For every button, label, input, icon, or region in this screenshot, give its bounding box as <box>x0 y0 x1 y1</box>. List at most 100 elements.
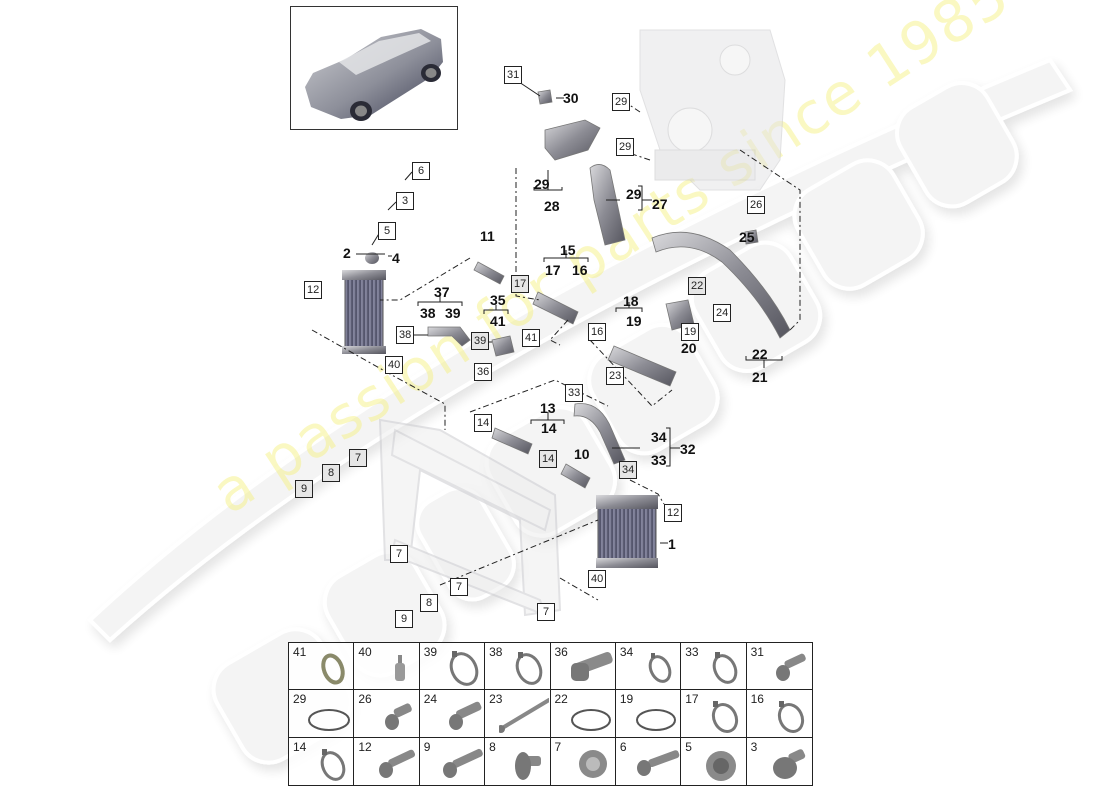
callout-16[interactable]: 16 <box>572 262 588 278</box>
part-cell-8[interactable]: 8 <box>485 737 551 785</box>
callout-17[interactable]: 17 <box>545 262 561 278</box>
part-cell-29[interactable]: 29 <box>289 690 355 738</box>
callout-41[interactable]: 41 <box>490 313 506 329</box>
callout-box-34[interactable]: 34 <box>619 461 638 479</box>
part-cell-7[interactable]: 7 <box>551 737 616 785</box>
part-number: 24 <box>423 692 438 707</box>
callout-37[interactable]: 37 <box>434 284 450 300</box>
callout-30[interactable]: 30 <box>563 90 579 106</box>
part-cell-39[interactable]: 39 <box>419 643 486 691</box>
callout-38[interactable]: 38 <box>420 305 436 321</box>
callout-box-29[interactable]: 29 <box>616 138 635 156</box>
callout-15[interactable]: 15 <box>560 242 576 258</box>
callout-4[interactable]: 4 <box>392 250 400 266</box>
part-number: 40 <box>358 645 372 659</box>
callout-25[interactable]: 25 <box>739 229 755 245</box>
part-cell-19[interactable]: 19 <box>615 690 682 738</box>
part-cell-36[interactable]: 36 <box>550 643 616 691</box>
callout-box-17[interactable]: 17 <box>511 275 530 293</box>
callout-box-29[interactable]: 29 <box>612 93 631 111</box>
callout-box-33[interactable]: 33 <box>565 384 584 402</box>
callout-box-7[interactable]: 7 <box>537 603 555 621</box>
callout-1[interactable]: 1 <box>668 536 676 552</box>
callout-box-7[interactable]: 7 <box>390 545 408 563</box>
part-cell-17[interactable]: 17 <box>681 690 747 738</box>
part-cell-26[interactable]: 26 <box>354 690 420 738</box>
callout-box-7[interactable]: 7 <box>349 449 367 467</box>
vehicle-thumbnail <box>290 6 458 130</box>
part-cell-3[interactable]: 3 <box>747 738 812 785</box>
part-cell-34[interactable]: 34 <box>615 643 682 691</box>
callout-box-3[interactable]: 3 <box>396 192 414 210</box>
callout-box-6[interactable]: 6 <box>412 162 430 180</box>
part-cell-38[interactable]: 38 <box>485 643 551 691</box>
callout-box-39[interactable]: 39 <box>471 332 490 350</box>
callout-box-40[interactable]: 40 <box>385 356 404 374</box>
part-cell-16[interactable]: 16 <box>746 690 812 738</box>
callout-box-22[interactable]: 22 <box>688 277 707 295</box>
hose-clamp-icon <box>712 701 739 734</box>
callout-27[interactable]: 27 <box>652 196 668 212</box>
part-cell-9[interactable]: 9 <box>420 737 486 785</box>
callout-22[interactable]: 22 <box>752 346 768 362</box>
callout-11[interactable]: 11 <box>480 228 495 244</box>
catalyst-28 <box>544 119 601 161</box>
screw-icon <box>448 702 482 731</box>
callout-box-24[interactable]: 24 <box>713 304 732 322</box>
part-cell-40[interactable]: 40 <box>354 643 420 691</box>
callout-34[interactable]: 34 <box>651 429 667 445</box>
callout-box-9[interactable]: 9 <box>395 610 413 628</box>
callout-box-36[interactable]: 36 <box>474 363 493 381</box>
callout-box-12[interactable]: 12 <box>664 504 683 522</box>
callout-box-40[interactable]: 40 <box>588 570 607 588</box>
callout-19[interactable]: 19 <box>626 313 642 329</box>
callout-28[interactable]: 28 <box>544 198 560 214</box>
part-cell-12[interactable]: 12 <box>354 737 420 785</box>
callout-box-9[interactable]: 9 <box>295 480 313 498</box>
callout-13[interactable]: 13 <box>540 400 556 416</box>
part-number: 41 <box>293 645 307 659</box>
hose-clamp-icon <box>777 701 804 734</box>
callout-box-8[interactable]: 8 <box>420 594 438 612</box>
callout-box-26[interactable]: 26 <box>747 196 766 214</box>
callout-box-7[interactable]: 7 <box>450 578 468 596</box>
part-number: 19 <box>619 692 634 707</box>
callout-29[interactable]: 29 <box>534 176 550 192</box>
callout-18[interactable]: 18 <box>623 293 639 309</box>
callout-box-31[interactable]: 31 <box>504 66 523 84</box>
callout-box-5[interactable]: 5 <box>378 222 396 240</box>
flange-screw-icon <box>515 751 542 780</box>
part-cell-5[interactable]: 5 <box>681 737 747 785</box>
hose-clamp-icon <box>449 651 479 686</box>
callout-32[interactable]: 32 <box>680 441 696 457</box>
part-cell-6[interactable]: 6 <box>616 737 682 785</box>
callout-21[interactable]: 21 <box>752 369 768 385</box>
callout-box-14[interactable]: 14 <box>539 450 558 468</box>
callout-2[interactable]: 2 <box>343 245 351 261</box>
part-cell-14[interactable]: 14 <box>289 737 355 785</box>
part-number: 12 <box>358 739 372 754</box>
right-charge-air-cooler <box>596 495 658 568</box>
part-cell-33[interactable]: 33 <box>681 643 747 691</box>
callout-39[interactable]: 39 <box>445 305 461 321</box>
part-cell-31[interactable]: 31 <box>746 643 812 691</box>
callout-14[interactable]: 14 <box>541 420 557 436</box>
callout-10[interactable]: 10 <box>574 446 590 462</box>
callout-29[interactable]: 29 <box>626 186 642 202</box>
callout-box-12[interactable]: 12 <box>304 281 323 299</box>
part-cell-23[interactable]: 23 <box>485 690 551 738</box>
callout-35[interactable]: 35 <box>490 292 506 308</box>
part-cell-41[interactable]: 41 <box>289 643 355 691</box>
callout-box-38[interactable]: 38 <box>396 326 415 344</box>
part-number: 22 <box>554 692 568 707</box>
callout-box-14[interactable]: 14 <box>474 414 493 432</box>
callout-box-8[interactable]: 8 <box>322 464 340 482</box>
part-cell-22[interactable]: 22 <box>550 690 616 738</box>
callout-33[interactable]: 33 <box>651 452 667 468</box>
callout-box-16[interactable]: 16 <box>588 323 607 341</box>
callout-box-41[interactable]: 41 <box>522 329 541 347</box>
part-cell-24[interactable]: 24 <box>419 690 486 738</box>
callout-box-19[interactable]: 19 <box>681 323 700 341</box>
callout-20[interactable]: 20 <box>681 340 697 356</box>
callout-box-23[interactable]: 23 <box>606 367 625 385</box>
